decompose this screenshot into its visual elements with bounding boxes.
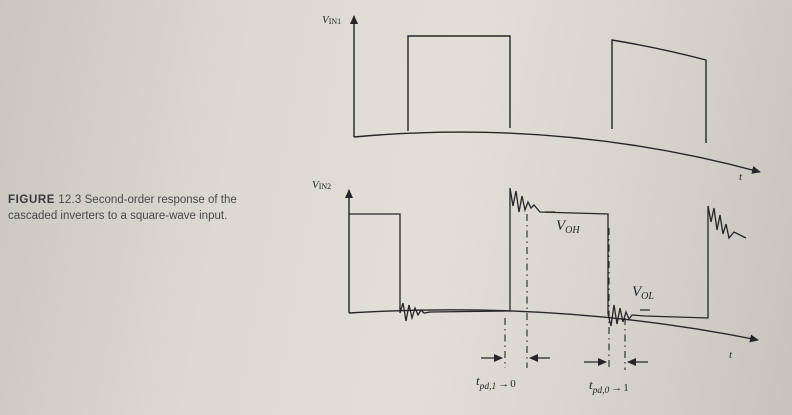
figure-caption-text: Second-order response of the cascaded in… xyxy=(8,194,237,222)
top-plot: VIN1 t xyxy=(322,14,761,183)
figure-number: 12.3 xyxy=(58,194,82,206)
top-x-axis xyxy=(353,131,761,174)
vol-label: VOL xyxy=(632,284,654,302)
figure-label: FIGURE xyxy=(8,194,56,206)
bottom-plot: VIN2 t VOH VOL xyxy=(312,179,759,361)
vin1-axis-label: VIN1 xyxy=(322,14,341,26)
tpd10-label: tpd,1→0 xyxy=(476,373,516,392)
delay-markers: tpd,1→0 tpd,0→1 xyxy=(476,214,648,396)
figure-caption: FIGURE 12.3 Second-order response of the… xyxy=(8,192,253,224)
vin1-square-wave xyxy=(407,35,707,143)
top-time-label: t xyxy=(739,171,743,183)
bottom-time-label: t xyxy=(729,349,733,361)
vin2-axis-label: VIN2 xyxy=(312,179,331,191)
tpd01-label: tpd,0→1 xyxy=(589,377,629,396)
bottom-x-axis xyxy=(348,309,759,343)
vin2-waveform xyxy=(349,187,747,327)
voh-label: VOH xyxy=(556,218,580,236)
